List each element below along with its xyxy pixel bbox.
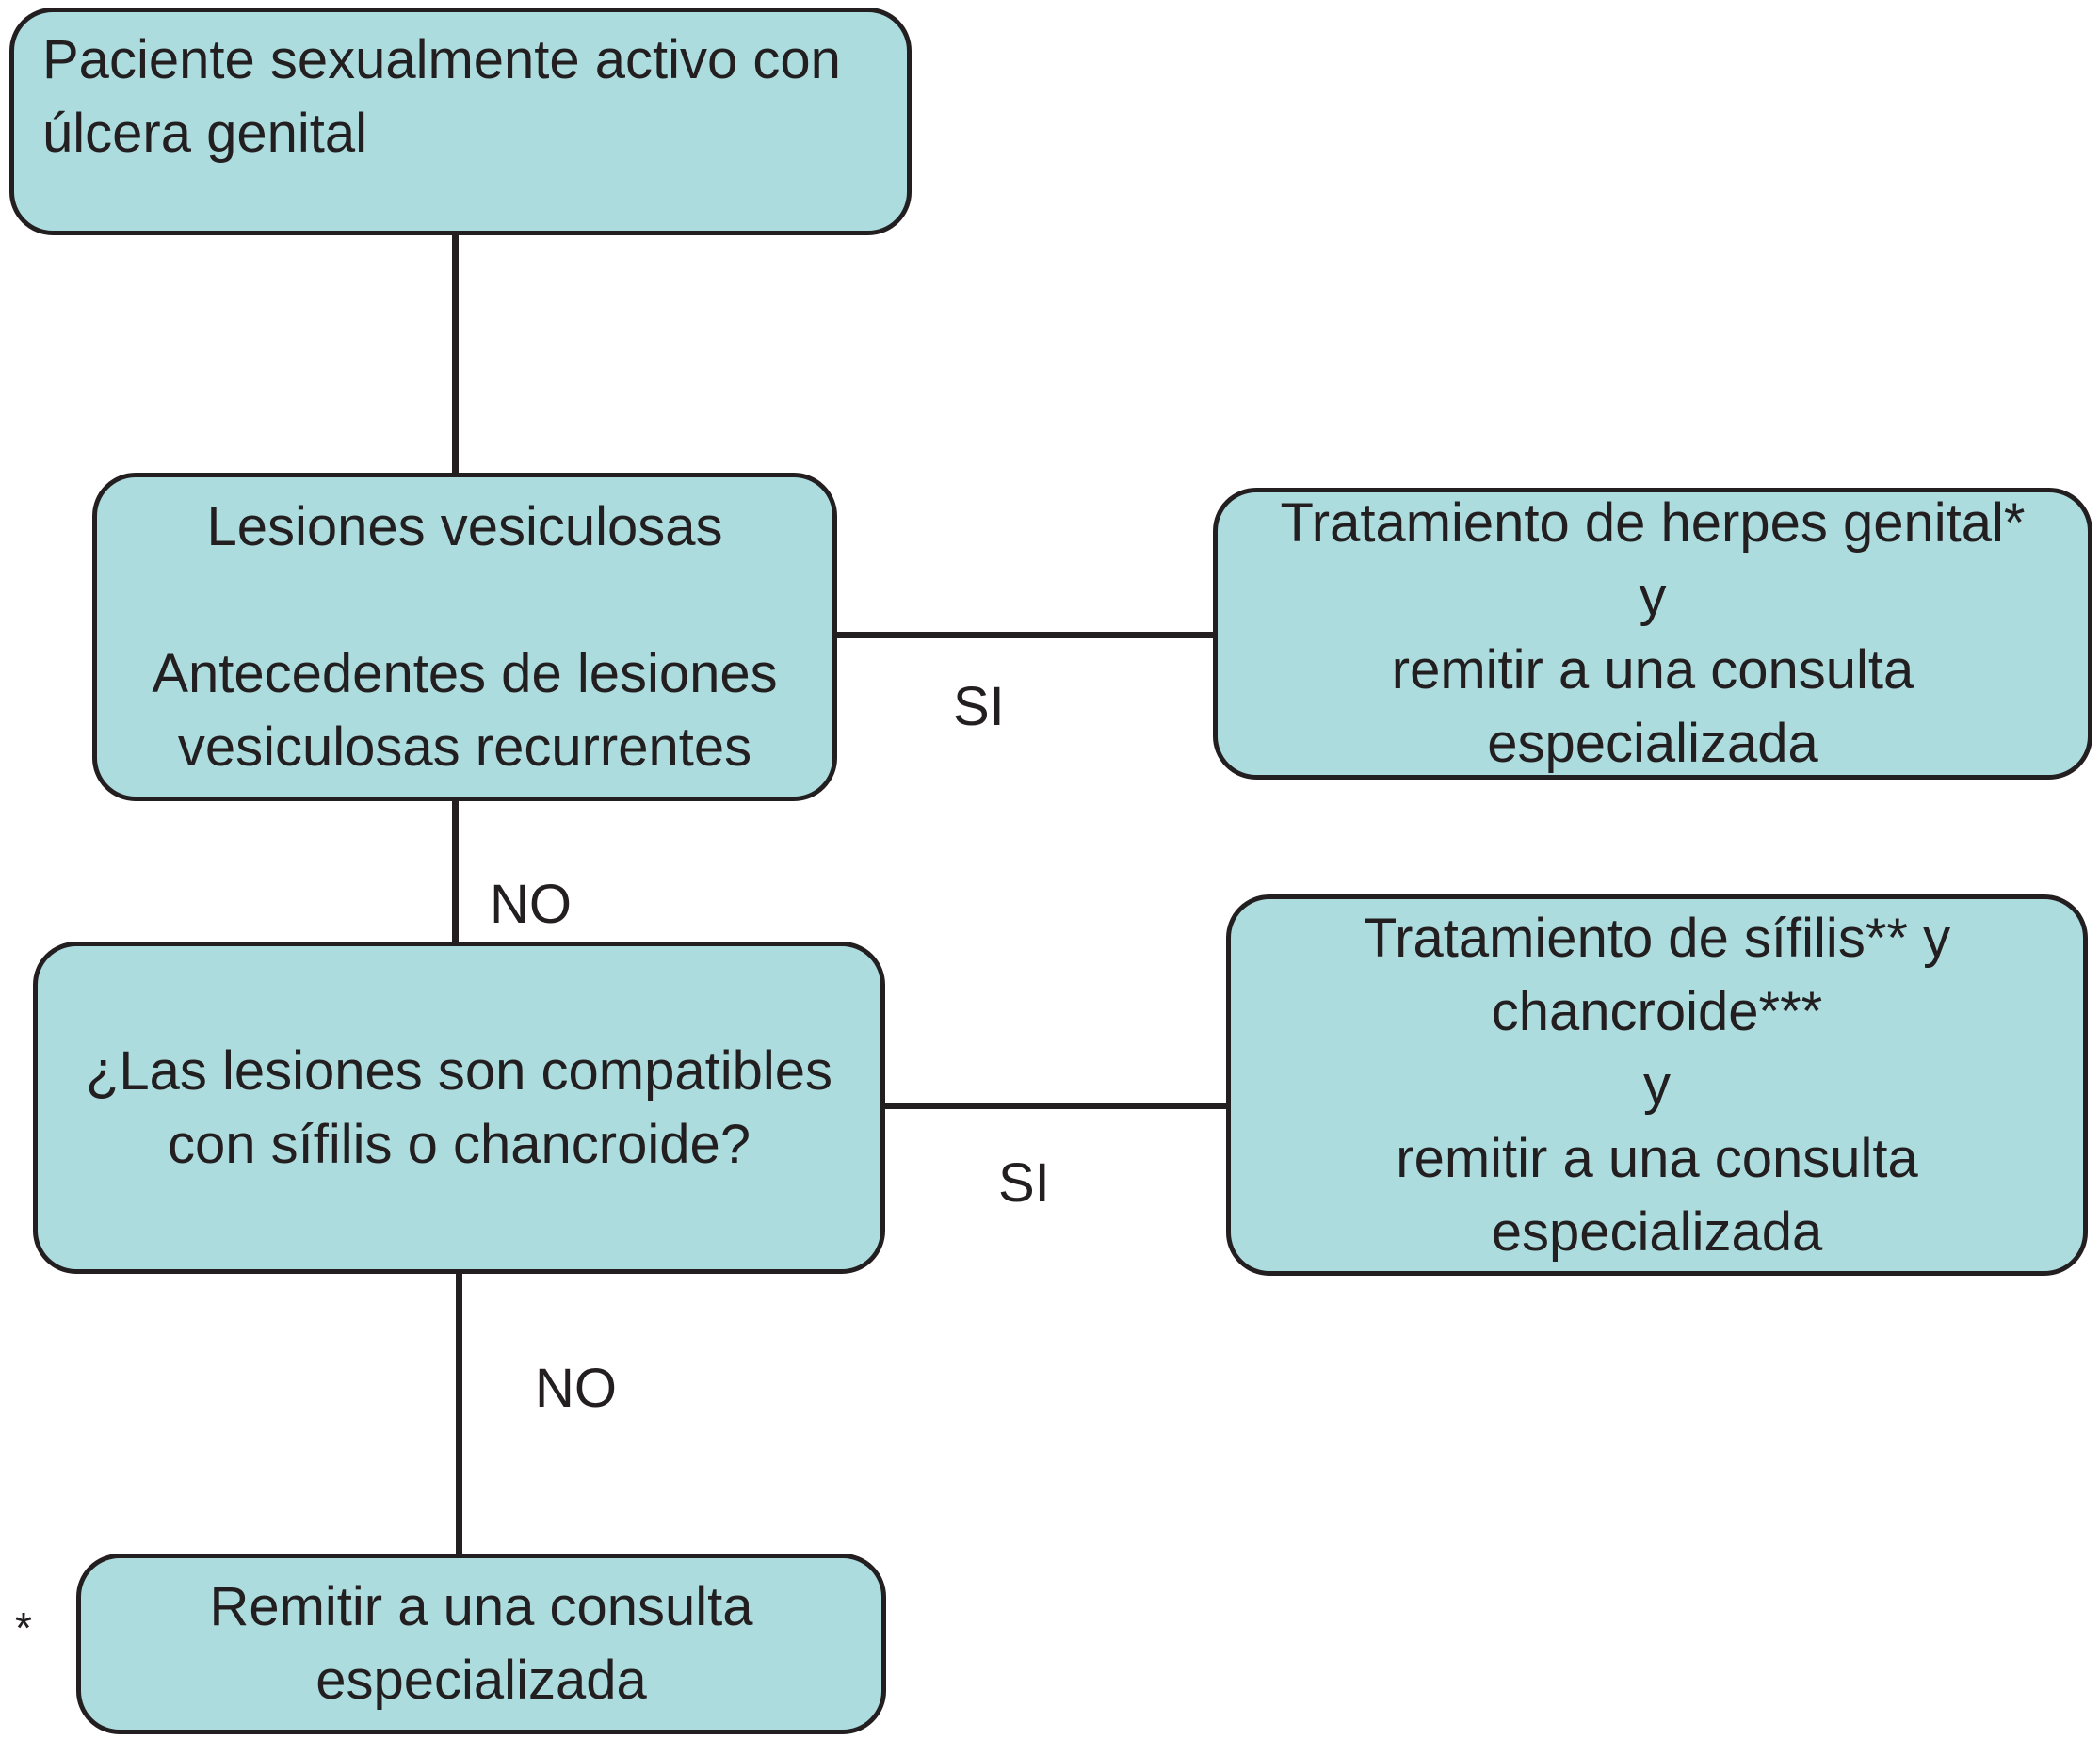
- start-box-patient-genital-ulcer: Paciente sexualmente activo con úlcera g…: [9, 8, 912, 235]
- text-line: especializada: [1491, 1200, 1823, 1263]
- text-line: Tratamiento de sífilis** y: [1363, 907, 1951, 969]
- text-line: Remitir a una consulta: [209, 1576, 753, 1637]
- refer-specialist-box: Remitir a una consulta especializada: [76, 1554, 886, 1734]
- text-line: ¿Las lesiones son compatibles: [85, 1039, 833, 1102]
- edge-label-si-2: SI: [998, 1152, 1050, 1214]
- text-line: especializada: [315, 1650, 647, 1711]
- text-line: y: [1643, 1054, 1671, 1116]
- connector-start-to-vesicular: [452, 233, 459, 475]
- text-line: úlcera genital: [42, 103, 367, 164]
- text-line: Paciente sexualmente activo con: [42, 29, 841, 90]
- edge-label-si-1: SI: [953, 676, 1005, 737]
- text-line: remitir a una consulta: [1391, 639, 1914, 700]
- text-line: vesiculosas recurrentes: [177, 716, 752, 778]
- text-line: Tratamiento de herpes genital*: [1280, 492, 2026, 554]
- text-line: con sífilis o chancroide?: [168, 1113, 751, 1175]
- text-line: chancroide***: [1491, 980, 1823, 1042]
- vesicular-lesions-box: Lesiones vesiculosas Antecedentes de les…: [92, 473, 837, 801]
- syphilis-treatment-box: Tratamiento de sífilis** y chancroide***…: [1226, 894, 2088, 1276]
- text-line: y: [1639, 566, 1667, 627]
- connector-vesicular-to-herpes: [834, 632, 1217, 638]
- connector-question-to-syphilis: [883, 1103, 1228, 1109]
- footnote-asterisk: *: [15, 1603, 32, 1652]
- edge-label-no-2: NO: [535, 1358, 617, 1419]
- connector-vesicular-to-question: [452, 799, 459, 943]
- herpes-treatment-box: Tratamiento de herpes genital* y remitir…: [1213, 488, 2092, 780]
- edge-label-no-1: NO: [490, 874, 572, 935]
- text-line: Antecedentes de lesiones: [152, 642, 778, 704]
- connector-question-to-refer: [456, 1272, 462, 1555]
- text-line: especializada: [1487, 713, 1818, 774]
- text-line: remitir a una consulta: [1396, 1127, 1918, 1189]
- text-line: Lesiones vesiculosas: [206, 495, 723, 557]
- syphilis-chancroid-question-box: ¿Las lesiones son compatibles con sífili…: [33, 942, 885, 1274]
